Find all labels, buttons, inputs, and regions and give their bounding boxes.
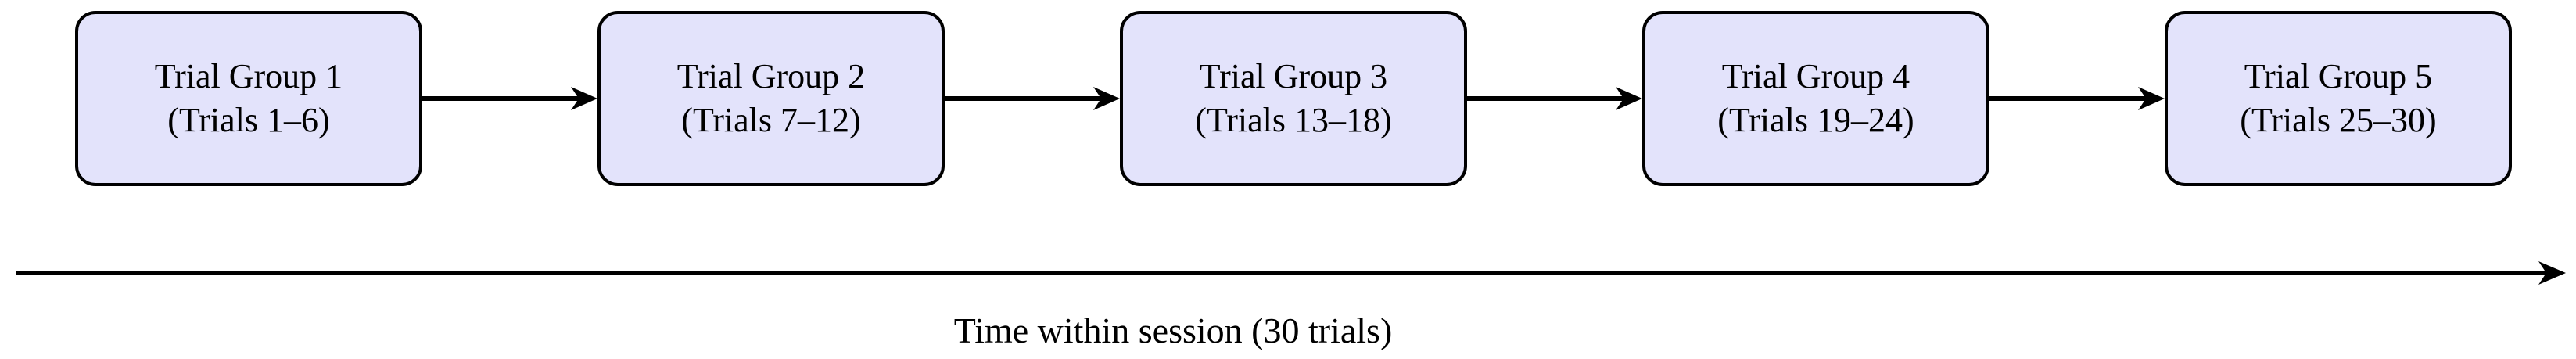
trial-group-5-range: (Trials 25–30)	[2240, 101, 2437, 139]
flow-arrow-1-to-2-icon	[422, 87, 597, 110]
trial-group-3-title: Trial Group 3	[1199, 57, 1388, 95]
trial-group-2-range: (Trials 7–12)	[681, 101, 861, 139]
trial-group-3-range: (Trials 13–18)	[1195, 101, 1392, 139]
trial-group-2-title: Trial Group 2	[676, 57, 866, 95]
trial-group-1-box: Trial Group 1 (Trials 1–6)	[75, 11, 422, 186]
trial-group-5-box: Trial Group 5 (Trials 25–30)	[2165, 11, 2512, 186]
flow-arrow-4-to-5-icon	[1989, 87, 2165, 110]
trial-group-5-title: Trial Group 5	[2244, 57, 2433, 95]
flow-arrow-2-to-3-icon	[945, 87, 1120, 110]
trial-group-4-title: Trial Group 4	[1721, 57, 1910, 95]
trial-group-4-box: Trial Group 4 (Trials 19–24)	[1642, 11, 1989, 186]
timeline-axis-arrow-icon	[16, 261, 2566, 285]
timeline-label: Time within session (30 trials)	[953, 311, 1393, 350]
trial-group-2-box: Trial Group 2 (Trials 7–12)	[597, 11, 945, 186]
trial-group-1-title: Trial Group 1	[154, 57, 343, 95]
trial-group-3-box: Trial Group 3 (Trials 13–18)	[1120, 11, 1467, 186]
trial-group-4-range: (Trials 19–24)	[1717, 101, 1914, 139]
trial-group-1-range: (Trials 1–6)	[167, 101, 330, 139]
flow-arrow-3-to-4-icon	[1467, 87, 1642, 110]
